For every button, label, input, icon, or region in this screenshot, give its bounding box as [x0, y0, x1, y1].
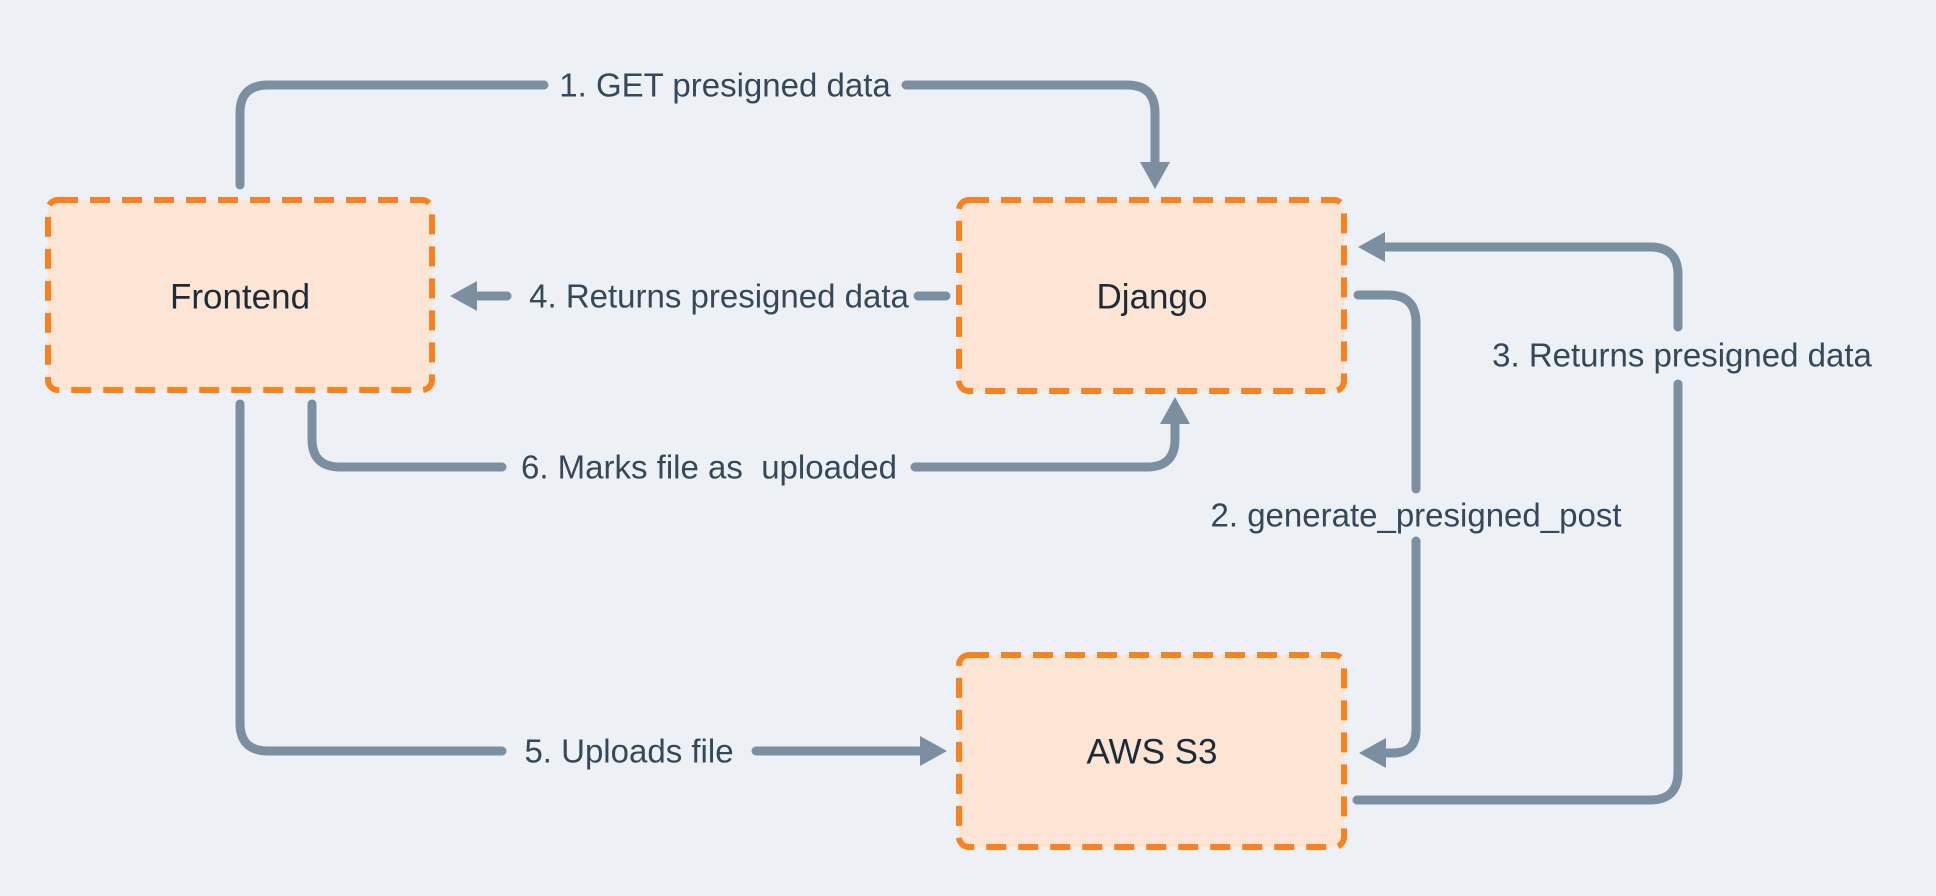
edge-3-label: 3. Returns presigned data	[1492, 337, 1872, 374]
edge-2-line-top	[1353, 290, 1421, 494]
edges: 1. GET presigned data 4. Returns presign…	[235, 67, 1873, 805]
aws-s3-label: AWS S3	[1087, 733, 1218, 772]
node-aws-s3: AWS S3	[956, 652, 1347, 850]
edge-5-arrowhead-right	[920, 736, 947, 766]
edge-generate-presigned-post: 2. generate_presigned_post	[1211, 290, 1622, 768]
edge-marks-file-uploaded: 6. Marks file as uploaded	[307, 397, 1190, 486]
nodes: Frontend Django AWS S3	[45, 197, 1347, 850]
edge-3-line-bottom	[1352, 379, 1683, 805]
edge-1-label: 1. GET presigned data	[559, 67, 891, 104]
aws-s3-box	[956, 652, 1347, 850]
node-django: Django	[956, 197, 1347, 394]
edge-1-line-right	[901, 80, 1160, 167]
django-label: Django	[1097, 278, 1208, 317]
edge-5-label: 5. Uploads file	[524, 733, 733, 770]
edge-1-line-left	[235, 80, 549, 190]
edge-6-line-right	[910, 418, 1180, 472]
node-frontend: Frontend	[45, 197, 435, 393]
edge-5-line-left	[235, 399, 507, 756]
edge-uploads-file: 5. Uploads file	[235, 399, 947, 770]
edge-6-label: 6. Marks file as uploaded	[521, 449, 897, 486]
frontend-box	[45, 197, 435, 393]
edge-returns-presigned-data-to-frontend: 4. Returns presigned data	[450, 278, 951, 315]
edge-returns-presigned-data-to-django: 3. Returns presigned data	[1352, 232, 1873, 805]
django-box	[956, 197, 1347, 394]
edge-1-arrowhead-down	[1140, 162, 1170, 189]
edge-2-label: 2. generate_presigned_post	[1211, 497, 1622, 534]
edge-2-line-bottom	[1382, 536, 1421, 758]
edge-4-label: 4. Returns presigned data	[529, 278, 909, 315]
edge-3-line-top	[1381, 242, 1683, 332]
edge-2-arrowhead-left	[1359, 738, 1386, 768]
edge-3-arrowhead-left	[1358, 232, 1385, 262]
edge-6-line-left	[307, 399, 507, 472]
edge-4-arrowhead-left	[450, 281, 477, 311]
edge-get-presigned-data: 1. GET presigned data	[235, 67, 1170, 190]
frontend-label: Frontend	[170, 278, 310, 317]
edge-6-arrowhead-up	[1160, 397, 1190, 424]
